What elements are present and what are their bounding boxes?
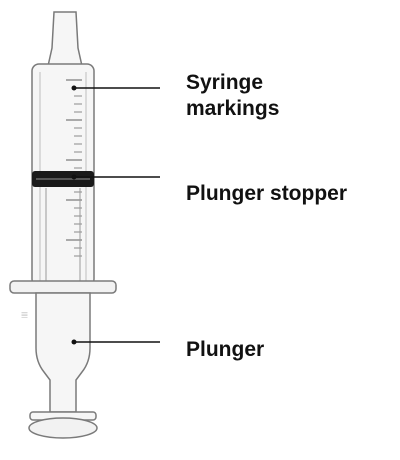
label-plunger-stopper: Plunger stopper bbox=[186, 182, 348, 205]
syringe-nozzle bbox=[47, 11, 83, 67]
leader-dot-stopper bbox=[71, 174, 77, 180]
leader-dot-plunger bbox=[71, 339, 77, 345]
plunger-embossed-mark: |||| bbox=[22, 311, 28, 318]
label-plunger: Plunger bbox=[186, 338, 265, 361]
label-syringe-markings-line1: Syringe bbox=[186, 71, 264, 94]
leader-dot-markings bbox=[71, 85, 77, 91]
finger-flange bbox=[9, 280, 117, 294]
label-syringe-markings-line2: markings bbox=[186, 97, 280, 120]
label-syringe-markings: Syringe markings bbox=[186, 70, 279, 122]
plunger-shaft bbox=[35, 292, 91, 413]
plunger-thumb-base bbox=[28, 417, 98, 439]
